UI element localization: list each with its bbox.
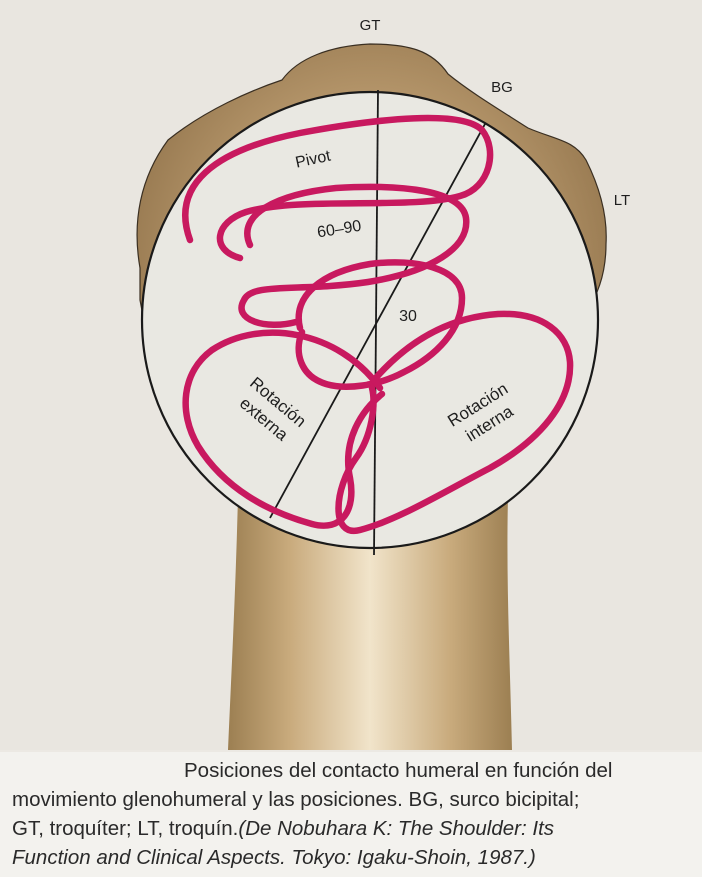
loop-30 [295,259,466,390]
caption-line-3-text: GT, troquíter; LT, troquín. [12,817,239,840]
label-bg: BG [491,79,513,96]
caption-line-1: Posiciones del contacto humeral en funci… [184,759,613,782]
humeral-head-diagram: GT BG LT Pivot 60–90 30 Rotación externa… [136,17,630,750]
humeral-head-circle [140,90,600,550]
oblique-axis-line [269,123,486,519]
label-gt: GT [360,17,381,34]
caption-line-2: movimiento glenohumeral y las posiciones… [12,788,580,811]
internal-rotation-loop [335,310,574,535]
caption-citation-part-2: Function and Clinical Aspects. Tokyo: Ig… [12,846,536,869]
label-lt: LT [614,192,630,209]
figure-caption: Posiciones del contacto humeral en funci… [0,752,702,877]
contact-loops [182,114,574,535]
loop-60-90 [238,183,470,328]
humeral-shaft [228,495,512,750]
caption-line-3: GT, troquíter; LT, troquín.(De Nobuhara … [12,814,694,843]
shoulder-figure: GT BG LT Pivot 60–90 30 Rotación externa… [136,17,631,750]
caption-citation-part-1: (De Nobuhara K: The Shoulder: Its [238,817,555,840]
pivot-loop [182,114,494,262]
label-30: 30 [399,308,417,325]
label-60-90: 60–90 [316,218,363,242]
